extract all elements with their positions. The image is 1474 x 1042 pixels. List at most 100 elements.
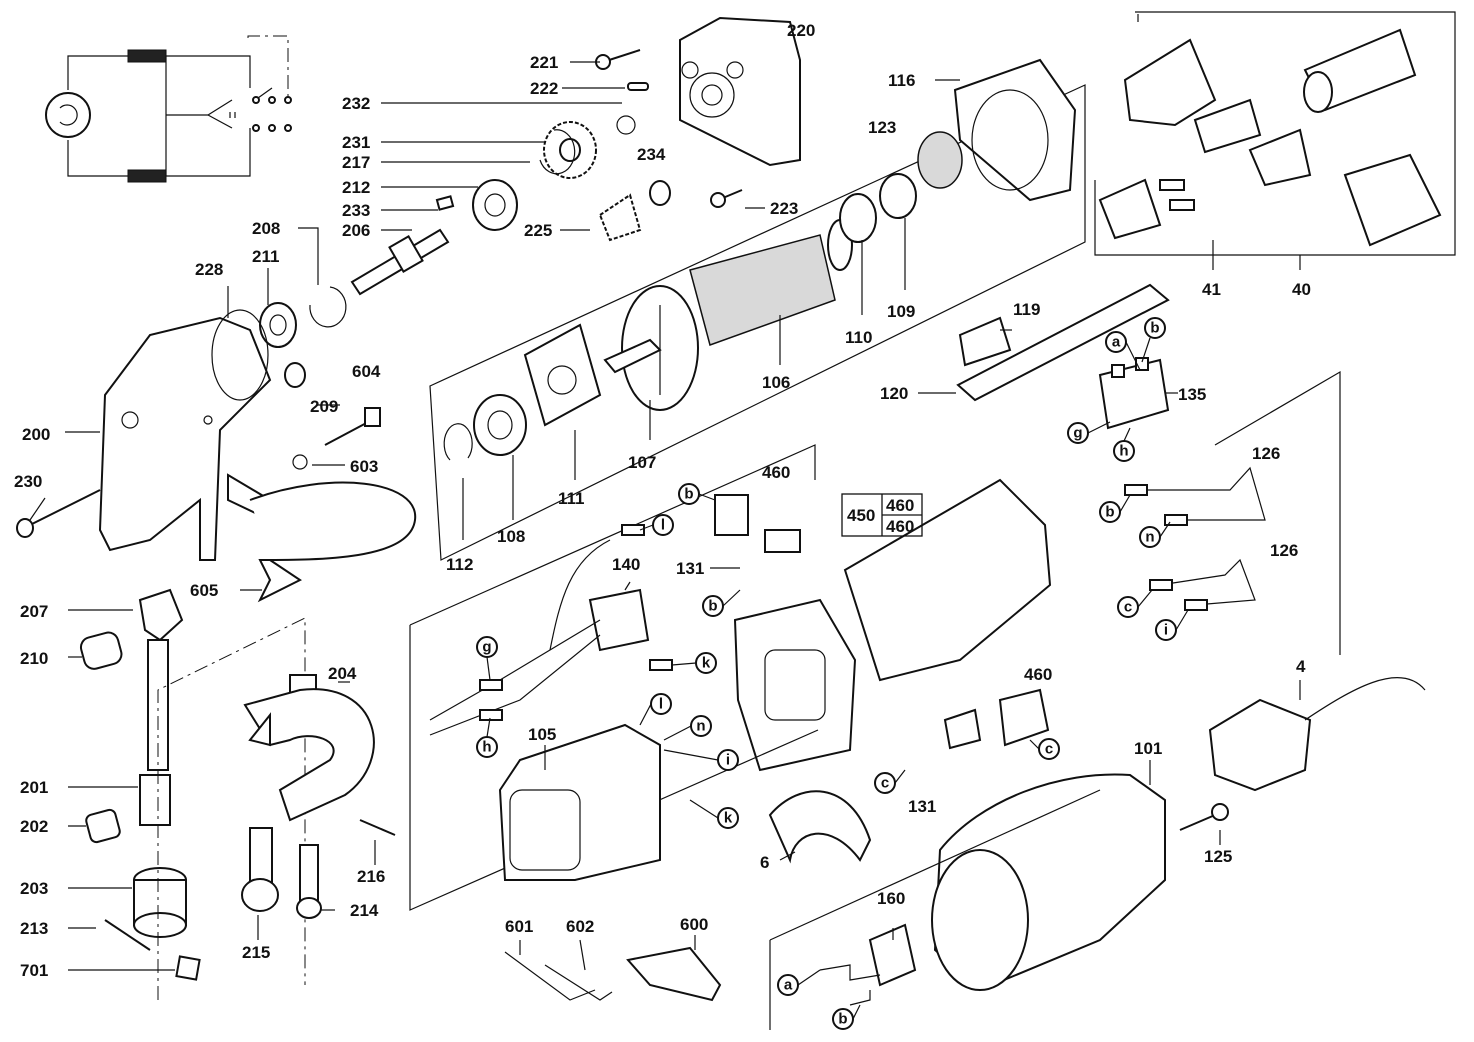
label-228: 228 (195, 260, 223, 279)
callout-g: g (482, 639, 491, 656)
label-106: 106 (762, 373, 790, 392)
label-203: 203 (20, 879, 48, 898)
label-604: 604 (352, 362, 381, 381)
label-119: 119 (1013, 300, 1040, 319)
label-120: 120 (880, 384, 908, 403)
label-108: 108 (497, 527, 525, 546)
label-601: 601 (505, 917, 533, 936)
plug-assembly (1094, 11, 1456, 256)
label-213: 213 (20, 919, 48, 938)
label-231: 231 (342, 133, 370, 152)
label-111: 111 (558, 489, 585, 508)
label-6: 6 (760, 853, 769, 872)
switch-assembly (956, 283, 1170, 430)
callout-h: h (1119, 443, 1128, 460)
callout-b: b (1150, 320, 1159, 337)
motor-housing (409, 444, 1052, 864)
label-208: 208 (252, 219, 280, 238)
label-107: 107 (628, 453, 656, 472)
label-233: 233 (342, 201, 370, 220)
callout-b: b (1105, 504, 1114, 521)
label-41: 41 (1202, 280, 1221, 299)
callout-k: k (702, 655, 711, 672)
label-223: 223 (770, 199, 798, 218)
label-112: 112 (446, 555, 473, 574)
callout-a: a (784, 977, 793, 994)
label-600: 600 (680, 915, 708, 934)
wiring-schematic (45, 35, 292, 183)
label-605: 605 (190, 581, 218, 600)
label-210: 210 (20, 649, 48, 668)
connection-callouts: a b g h b n c i b l b g k h l n i k (476, 317, 1177, 1030)
label-221: 221 (530, 53, 558, 72)
callout-i: i (1164, 622, 1168, 639)
label-603: 603 (350, 457, 378, 476)
label-232: 232 (342, 94, 370, 113)
label-460-a: 460 (762, 463, 790, 482)
label-116: 116 (888, 71, 915, 90)
label-125: 125 (1204, 847, 1232, 866)
label-126-b: 126 (1270, 541, 1298, 560)
label-202: 202 (20, 817, 48, 836)
tools (504, 946, 722, 1002)
label-135: 135 (1178, 385, 1206, 404)
motor-symbol-icon (45, 92, 91, 138)
label-123: 123 (868, 118, 896, 137)
label-204: 204 (328, 664, 357, 683)
label-140: 140 (612, 555, 640, 574)
callout-l: l (661, 517, 665, 534)
housing-220 (679, 16, 801, 167)
callout-a: a (1112, 334, 1121, 351)
field-and-wiring (409, 524, 819, 911)
label-101: 101 (1134, 739, 1162, 758)
leader-lines (29, 14, 1301, 971)
callout-b: b (708, 598, 717, 615)
callout-c: c (1124, 599, 1132, 616)
gear-head-assembly (259, 16, 801, 388)
label-460-d: 460 (1024, 665, 1052, 684)
label-131-a: 131 (676, 559, 704, 578)
callout-n: n (1145, 529, 1154, 546)
callout-c: c (881, 775, 889, 792)
cable-and-cover (769, 677, 1426, 1030)
label-131-b: 131 (908, 797, 936, 816)
label-602: 602 (566, 917, 594, 936)
label-215: 215 (242, 943, 270, 962)
label-209: 209 (310, 397, 338, 416)
label-110: 110 (845, 328, 872, 347)
label-109: 109 (887, 302, 915, 321)
callout-i: i (726, 752, 730, 769)
label-234: 234 (637, 145, 666, 164)
label-211: 211 (252, 247, 279, 266)
callout-n: n (696, 718, 705, 735)
label-217: 217 (342, 153, 370, 172)
label-4: 4 (1296, 657, 1306, 676)
wire-sets (1124, 370, 1341, 655)
label-214: 214 (350, 901, 379, 920)
callout-l: l (659, 696, 663, 713)
callout-b: b (684, 486, 693, 503)
label-207: 207 (20, 602, 48, 621)
label-212: 212 (342, 178, 370, 197)
callout-h: h (482, 739, 491, 756)
label-206: 206 (342, 221, 370, 240)
label-105: 105 (528, 725, 556, 744)
label-222: 222 (530, 79, 558, 98)
label-460-b: 460 (886, 496, 914, 515)
callout-leaders (486, 337, 1189, 1020)
label-450: 450 (847, 506, 875, 525)
label-225: 225 (524, 221, 552, 240)
label-40: 40 (1292, 280, 1311, 299)
label-201: 201 (20, 778, 48, 797)
head-housing (16, 309, 417, 603)
callout-g: g (1073, 425, 1082, 442)
armature-assembly (429, 58, 1086, 561)
label-200: 200 (22, 425, 50, 444)
callout-b: b (838, 1011, 847, 1028)
part-number-labels: 221 220 222 232 231 217 212 233 206 234 … (14, 21, 1311, 980)
label-216: 216 (357, 867, 385, 886)
label-701: 701 (20, 961, 48, 980)
shear-parts (79, 588, 396, 1000)
label-126-a: 126 (1252, 444, 1280, 463)
